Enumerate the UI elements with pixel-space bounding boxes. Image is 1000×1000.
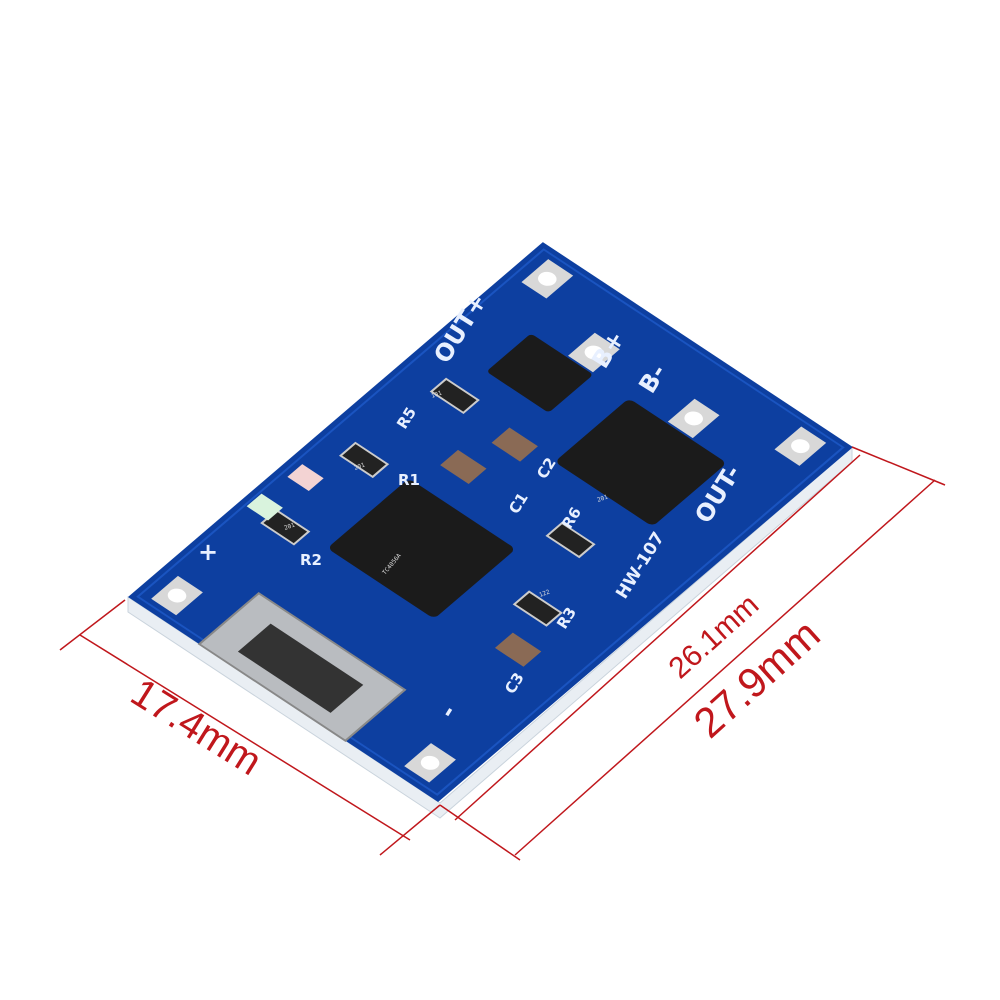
label-r1: R1 bbox=[398, 471, 420, 489]
led-green bbox=[246, 493, 283, 521]
charger-ic bbox=[329, 480, 514, 617]
resistor-r3 bbox=[512, 590, 563, 627]
label-r2: R2 bbox=[300, 551, 322, 569]
code-r2: 201 bbox=[283, 521, 296, 531]
label-in-plus: + bbox=[198, 538, 218, 566]
mosfet-ic bbox=[488, 334, 592, 412]
code-r1: 201 bbox=[353, 461, 366, 471]
resistor-r6 bbox=[545, 521, 596, 559]
resistor-r1 bbox=[338, 441, 390, 479]
code-r6: 201 bbox=[596, 493, 609, 503]
protection-ic bbox=[557, 400, 725, 525]
code-r3: 122 bbox=[538, 588, 551, 598]
capacitor-c1 bbox=[440, 449, 487, 484]
code-r5: 101 bbox=[430, 389, 443, 399]
capacitor-c2 bbox=[491, 427, 538, 462]
capacitor-c3 bbox=[494, 632, 542, 667]
dimension-lines bbox=[59, 446, 946, 861]
led-red bbox=[287, 464, 324, 492]
resistor-r5 bbox=[429, 377, 480, 415]
